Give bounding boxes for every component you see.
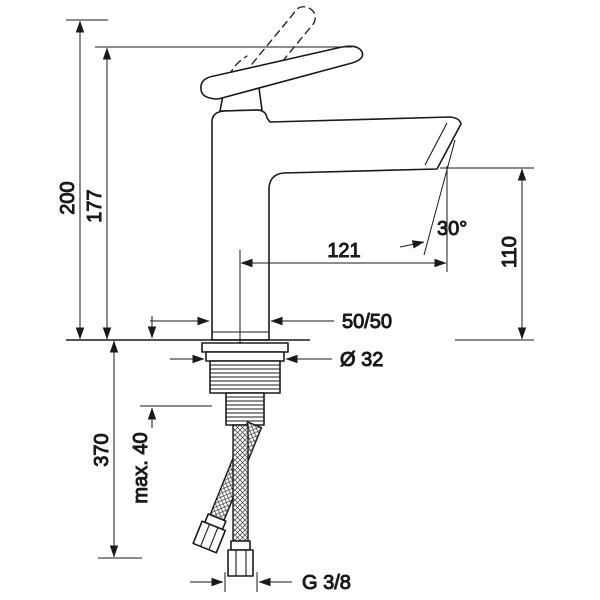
dim-110: 110 bbox=[440, 167, 534, 341]
dim-angle-label: 30° bbox=[437, 218, 467, 240]
threaded-shank-threads bbox=[226, 396, 264, 422]
faucet-body bbox=[211, 109, 462, 341]
mounting-hardware bbox=[201, 342, 289, 426]
dim-370: 370 bbox=[91, 340, 142, 559]
dim-370-label: 370 bbox=[91, 433, 113, 466]
dim-max-40: max. 40 bbox=[130, 316, 212, 504]
dim-diameter-32: Ø 32 bbox=[170, 349, 384, 372]
dim-121-label: 121 bbox=[327, 240, 360, 262]
dim-200-label: 200 bbox=[57, 181, 79, 214]
dim-177: 177 bbox=[84, 46, 352, 340]
dim-g38-label: G 3/8 bbox=[302, 572, 351, 594]
dim-200: 200 bbox=[57, 19, 108, 340]
dim-110-label: 110 bbox=[499, 236, 521, 268]
dim-50-50-label: 50/50 bbox=[342, 311, 392, 333]
dim-diameter-label: Ø 32 bbox=[340, 349, 383, 371]
dim-max-40-label: max. 40 bbox=[130, 432, 152, 503]
dim-g38: G 3/8 bbox=[190, 572, 351, 595]
aerator-face-line bbox=[424, 122, 448, 166]
dim-50-50: 50/50 bbox=[150, 311, 393, 334]
dim-121: 121 bbox=[239, 166, 448, 344]
hose-straight bbox=[227, 424, 254, 577]
supply-hoses bbox=[192, 421, 263, 577]
dim-177-label: 177 bbox=[84, 189, 106, 222]
dim-angle-30: 30° bbox=[399, 139, 468, 256]
mounting-nut-knurling bbox=[210, 364, 280, 390]
hose-angled bbox=[192, 421, 263, 554]
lever-solid bbox=[200, 45, 364, 100]
